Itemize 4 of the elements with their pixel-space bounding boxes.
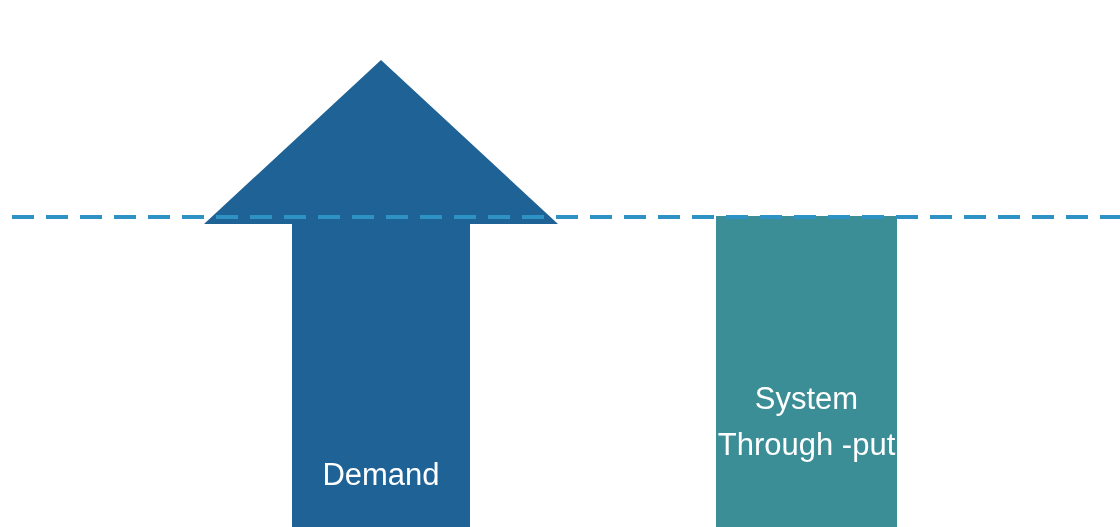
node-label: System Through -put xyxy=(716,380,897,464)
up-arrow-shape xyxy=(204,60,558,527)
throughput-bar xyxy=(716,216,897,527)
node-label: Demand xyxy=(321,456,441,494)
